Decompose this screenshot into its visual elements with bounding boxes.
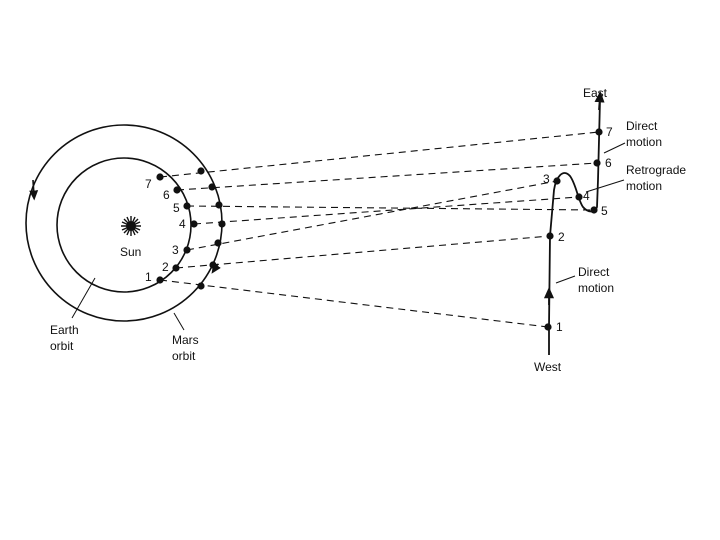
retrograde-leader: [585, 179, 625, 193]
sky-number-2: 2: [558, 230, 565, 244]
sky-position-dots: [544, 128, 603, 331]
mars-position-dots: [197, 167, 226, 290]
mars-orbit-leader: [173, 312, 185, 331]
retrograde-label-line2: motion: [626, 179, 662, 193]
direct-motion-bottom-label-line2: motion: [578, 281, 614, 295]
earth-number-6: 6: [163, 188, 170, 202]
retrograde-label-line1: Retrograde: [626, 163, 686, 177]
earth-number-7: 7: [145, 177, 152, 191]
earth-dot-7: [156, 173, 164, 181]
mars-dot-6: [208, 183, 216, 191]
direct-motion-bottom-leader: [555, 275, 576, 284]
earth-number-1: 1: [145, 270, 152, 284]
earth-dot-4: [190, 220, 198, 228]
sky-dot-5: [590, 206, 598, 214]
sky-dot-1: [544, 323, 552, 331]
sky-dot-4: [575, 193, 583, 201]
earth-position-dots: [156, 173, 198, 284]
sight-line-1: [159, 279, 549, 328]
mars-orbit-label-line2: orbit: [172, 349, 196, 363]
earth-number-5: 5: [173, 201, 180, 215]
earth-dot-3: [183, 246, 191, 254]
sight-line-7: [159, 131, 600, 178]
sight-line-3: [186, 180, 558, 251]
earth-dot-1: [156, 276, 164, 284]
sky-dot-2: [546, 232, 554, 240]
east-arrow: [594, 90, 605, 111]
mars-orbit-label-line1: Mars: [172, 333, 199, 347]
direct-motion-bottom-label-line1: Direct: [578, 265, 610, 279]
sky-number-4: 4: [583, 189, 590, 203]
sky-number-3: 3: [543, 172, 550, 186]
sky-number-1: 1: [556, 320, 563, 334]
earth-number-4: 4: [179, 217, 186, 231]
earth-dot-2: [172, 264, 180, 272]
earth-orbit-label-line1: Earth: [50, 323, 79, 337]
sky-dot-3: [553, 177, 561, 185]
sky-path: [548, 99, 601, 355]
west-label: West: [534, 360, 562, 374]
direct-motion-top-label-line1: Direct: [626, 119, 658, 133]
sight-lines: [159, 131, 600, 328]
earth-orbit-label-line2: orbit: [50, 339, 74, 353]
earth-orbit: [56, 157, 192, 293]
mars-dot-5: [215, 201, 223, 209]
sky-dot-7: [595, 128, 603, 136]
sky-number-5: 5: [601, 204, 608, 218]
direct-motion-top-label-line2: motion: [626, 135, 662, 149]
sun-label: Sun: [120, 245, 141, 259]
earth-number-3: 3: [172, 243, 179, 257]
earth-dot-5: [183, 202, 191, 210]
sky-dot-6: [593, 159, 601, 167]
earth-orbit-leader: [71, 277, 96, 319]
sight-line-4: [193, 196, 580, 225]
earth-dot-6: [173, 186, 181, 194]
sun-icon: [121, 216, 141, 236]
mars-dot-3: [214, 239, 222, 247]
earth-number-2: 2: [162, 260, 169, 274]
mars-dot-1: [197, 282, 205, 290]
sky-number-7: 7: [606, 125, 613, 139]
sky-number-6: 6: [605, 156, 612, 170]
sight-line-2: [175, 235, 551, 269]
sight-line-6: [176, 162, 598, 191]
mars-orbit-direction-arrow: [29, 179, 39, 201]
east-label: East: [583, 86, 608, 100]
mars-dot-4: [218, 220, 226, 228]
mars-dot-7: [197, 167, 205, 175]
direct-motion-top-leader: [603, 142, 626, 154]
sight-line-5: [186, 205, 595, 211]
mars-dot-2: [209, 261, 217, 269]
